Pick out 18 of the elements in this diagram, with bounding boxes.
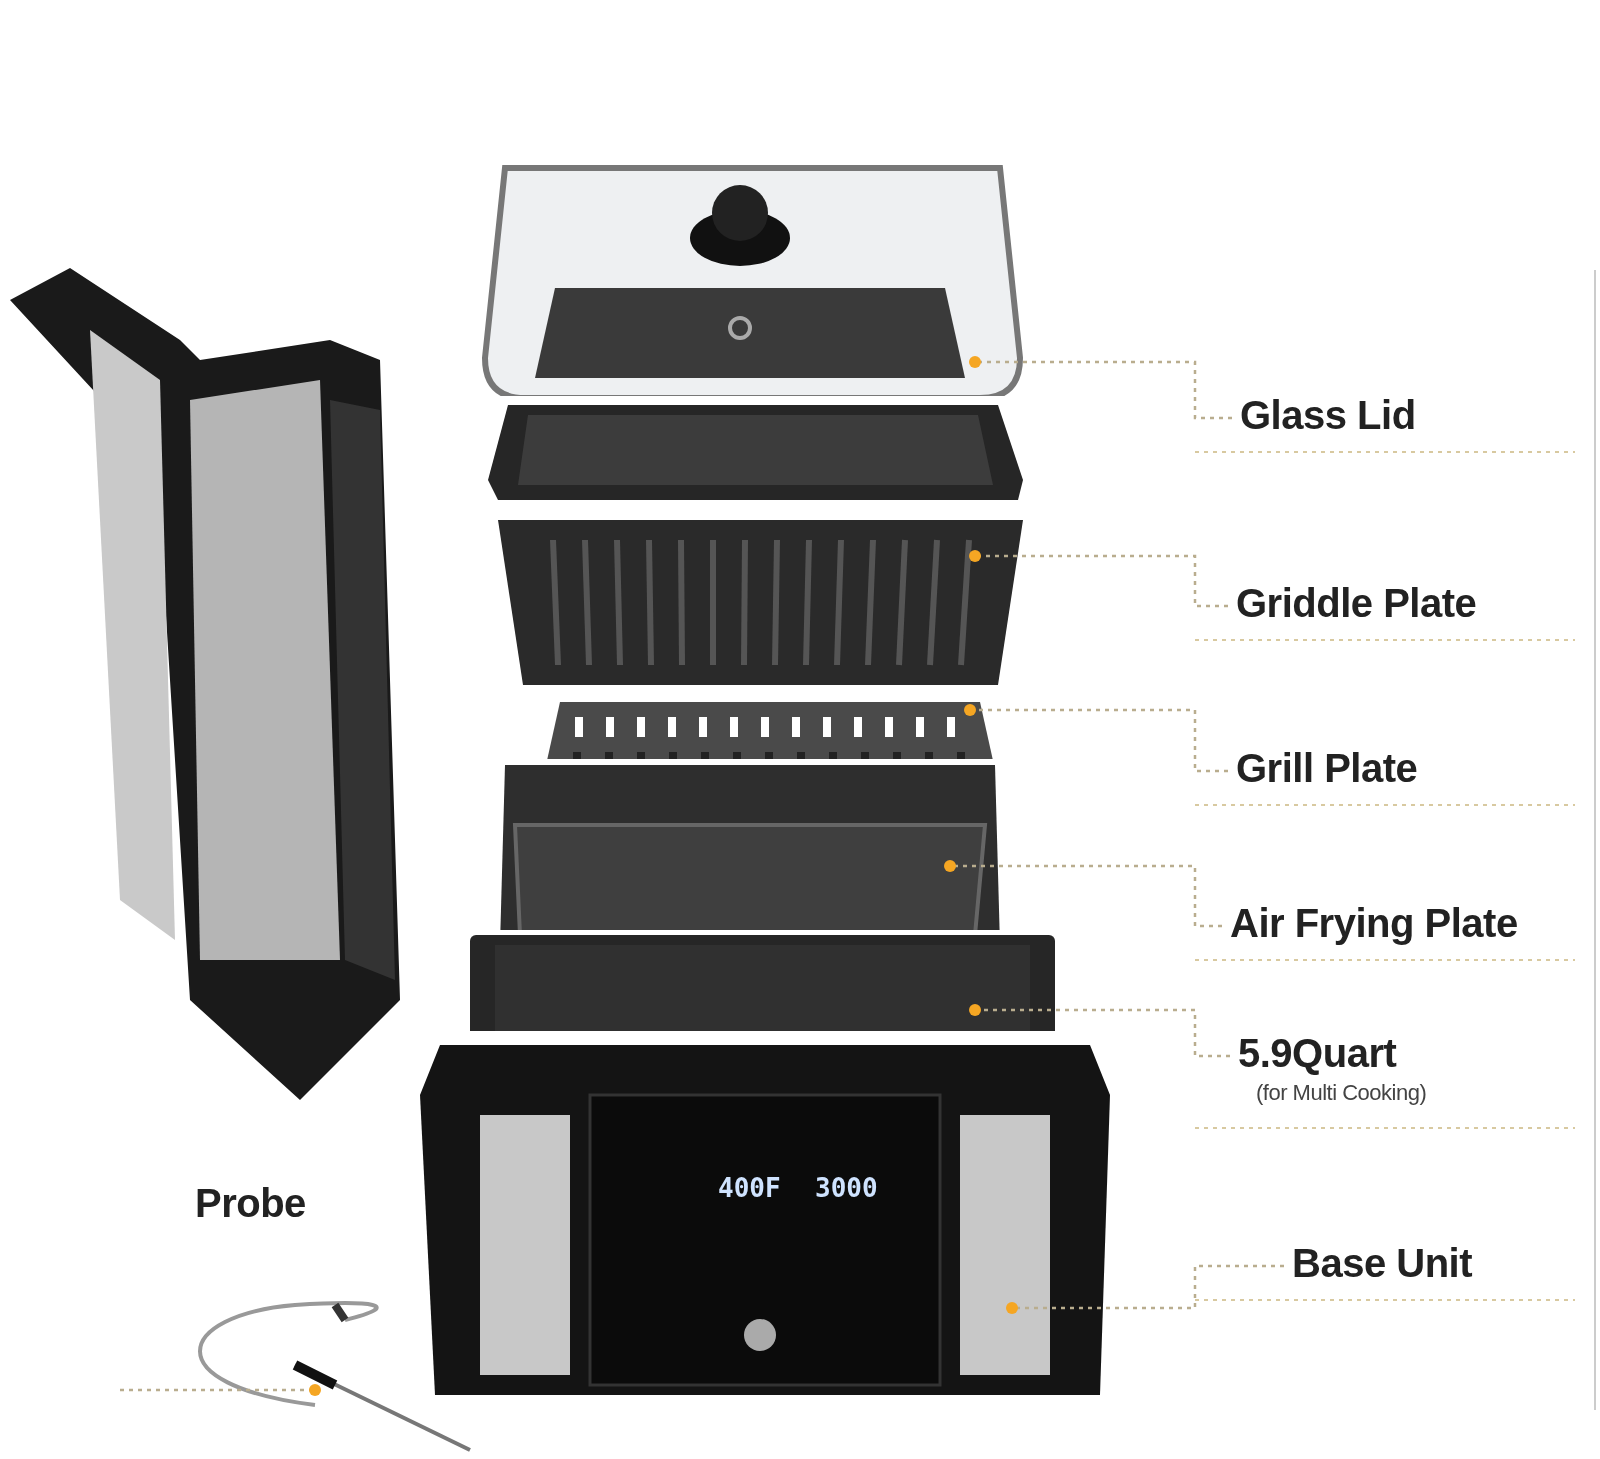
part-label: Probe bbox=[195, 1180, 355, 1232]
part-note: (for Multi Cooking) bbox=[1256, 1080, 1428, 1106]
leader-line bbox=[964, 704, 1228, 773]
part-label: Glass Lid bbox=[1240, 392, 1500, 444]
leader-line bbox=[944, 860, 1222, 928]
leader-line bbox=[969, 356, 1232, 420]
cooking-pot-drawing bbox=[470, 935, 1055, 1031]
part-label: Grill Plate bbox=[1236, 745, 1496, 797]
part-label-text: 5.9Quart bbox=[1238, 1031, 1397, 1075]
display-reading: 3000 bbox=[815, 1173, 878, 1203]
leader-line bbox=[120, 1384, 321, 1396]
part-label: Air Frying Plate bbox=[1230, 900, 1560, 952]
leader-line bbox=[1006, 1264, 1284, 1314]
part-label: Griddle Plate bbox=[1236, 580, 1536, 632]
display-reading: 400F bbox=[718, 1173, 781, 1203]
leader-line bbox=[969, 1004, 1230, 1058]
part-label: Base Unit bbox=[1292, 1240, 1522, 1292]
leader-line bbox=[969, 550, 1228, 608]
